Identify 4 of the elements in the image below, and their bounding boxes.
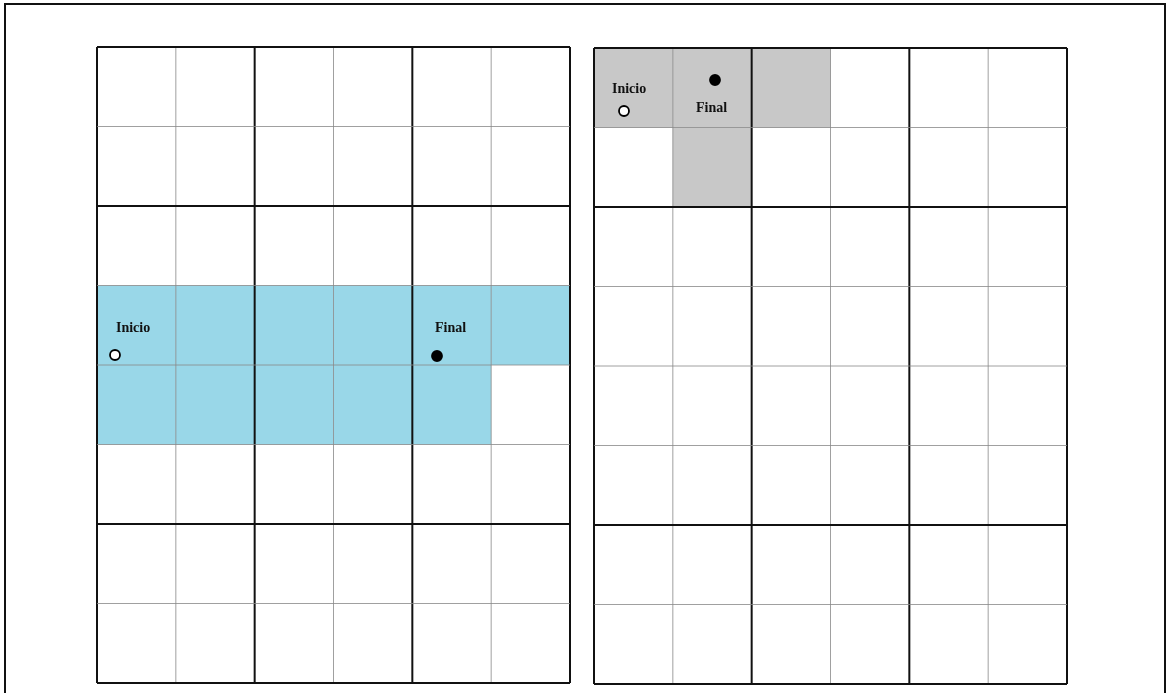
start-label: Inicio <box>612 82 647 96</box>
end-label: Final <box>435 321 467 335</box>
end-label: Final <box>696 101 728 115</box>
start-label: Inicio <box>116 321 151 335</box>
